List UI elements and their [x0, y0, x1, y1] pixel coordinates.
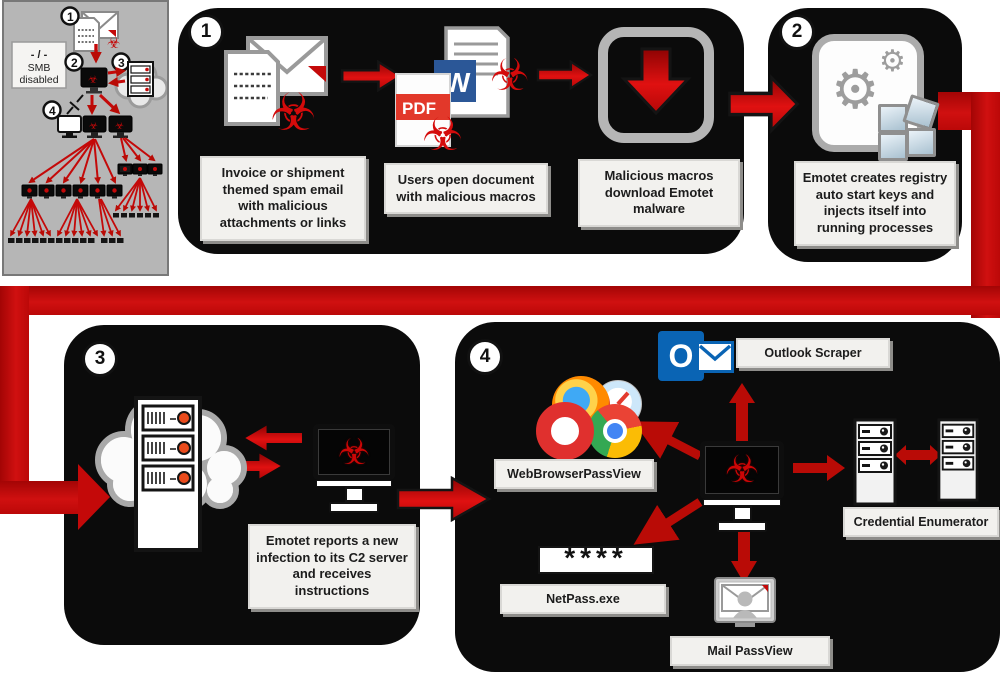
open-doc-label: Users open document with malicious macro…: [384, 163, 548, 215]
mini-step-4: 4: [49, 104, 56, 118]
registry-inject-label: Emotet creates registry auto start keys …: [794, 161, 956, 246]
mini-infected-monitor: ☣: [108, 115, 133, 138]
mini-step-2: 2: [71, 56, 78, 70]
server-tower-icon: [937, 418, 979, 502]
mail-passview-icon: [714, 577, 776, 627]
flow-arrow-into-stage3-shaft: [0, 481, 78, 514]
opera-icon: [536, 402, 594, 460]
registry-process-icon: ⚙ ⚙: [812, 34, 924, 152]
infected-monitor-icon: ☣: [313, 424, 395, 513]
arrow-to-outlook: [729, 383, 755, 441]
biohazard-icon: ☣: [422, 108, 463, 158]
window-tile-icon: [906, 128, 936, 157]
smb-disabled-text: disabled: [19, 74, 58, 86]
spam-email-label: Invoice or shipment themed spam email wi…: [200, 156, 366, 241]
infected-monitor-icon: ☣: [700, 441, 784, 532]
mini-infected-monitor: ☣: [80, 67, 108, 94]
mini-fanout-arrows: [114, 177, 157, 212]
download-icon: [598, 27, 714, 143]
mini-step-3: 3: [118, 56, 125, 70]
biohazard-icon: ☣: [107, 35, 120, 52]
overview-panel: ☣ 1 - / - SMB disabled 2 3 ☣: [2, 0, 169, 276]
mini-small-monitors: [21, 184, 123, 199]
mini-fanout-arrows: [10, 198, 121, 237]
spam-email-icon: ☣: [224, 36, 328, 136]
arrow-to-netpass: [633, 498, 703, 545]
gear-icon: ⚙: [879, 45, 906, 78]
mini-cloud-server-icon: [114, 60, 169, 109]
mini-clean-monitor: [57, 115, 82, 138]
mini-fanout-arrows: [28, 137, 156, 185]
flow-pipe-right-stem: [971, 92, 1000, 318]
biohazard-icon: ☣: [490, 51, 529, 100]
svg-text:☣: ☣: [89, 121, 98, 132]
window-tile-icon: [878, 132, 908, 161]
arrow-to-credential-enumerator: [793, 455, 845, 481]
stage2-badge: 2: [779, 14, 815, 50]
chrome-icon: [588, 404, 642, 458]
mini-small-monitors: [117, 163, 163, 176]
arrow-monitor-to-server: [245, 425, 302, 451]
arrow-stage3-to-stage4: [396, 475, 492, 523]
smb-dash-text: - / -: [31, 49, 48, 61]
credential-enumerator-label: Credential Enumerator: [843, 507, 999, 537]
c2-report-label: Emotet reports a new infection to its C2…: [248, 524, 416, 609]
server-tower-icon: [853, 418, 897, 506]
arrow-email-to-doc: [340, 60, 404, 92]
arrow-stage1-to-stage2: [728, 74, 800, 134]
arrow-to-mailpassview: [731, 521, 757, 583]
c2-cloud-server-icon: [95, 396, 247, 552]
netpass-label: NetPass.exe: [500, 584, 666, 614]
biohazard-icon: ☣: [270, 84, 317, 136]
arrow-doc-to-download: [536, 60, 594, 90]
flow-pipe-bottom-arm: [0, 286, 1000, 315]
mini-infected-monitor: ☣: [82, 115, 107, 138]
mini-cut-icon: [66, 94, 84, 115]
mini-endpoint-squares: [8, 238, 124, 243]
webbrowserpassview-label: WebBrowserPassView: [494, 459, 654, 489]
stage3-badge: 3: [82, 341, 118, 377]
outlook-envelope-icon: [696, 341, 734, 373]
browser-cluster-icon: [536, 376, 648, 464]
pdf-icon: PDF: [402, 99, 436, 118]
stage1-badge: 1: [188, 14, 224, 50]
arrow-to-webbrowserpassview: [632, 421, 703, 460]
svg-text:☣: ☣: [88, 74, 98, 86]
gear-icon: ⚙: [831, 60, 880, 120]
overview-mini-diagram: ☣ 1 - / - SMB disabled 2 3 ☣: [8, 6, 169, 243]
outlook-icon: O: [658, 331, 704, 381]
flow-pipe-left-stem: [0, 286, 29, 514]
outlook-scraper-label: Outlook Scraper: [736, 338, 890, 368]
mail-passview-label: Mail PassView: [670, 636, 830, 666]
smb-text: SMB: [28, 62, 51, 74]
arrow-server-to-monitor: [224, 453, 281, 479]
password-mask-field: ****: [538, 544, 654, 574]
svg-text:☣: ☣: [115, 121, 124, 132]
stage4-badge: 4: [467, 339, 503, 375]
macro-download-label: Malicious macros download Emotet malware: [578, 159, 740, 227]
mini-endpoint-squares: [113, 213, 159, 218]
malicious-document-icon: W ☣ PDF ☣: [395, 26, 529, 158]
arrow-between-servers: [895, 445, 941, 465]
mini-step-1: 1: [67, 10, 74, 24]
